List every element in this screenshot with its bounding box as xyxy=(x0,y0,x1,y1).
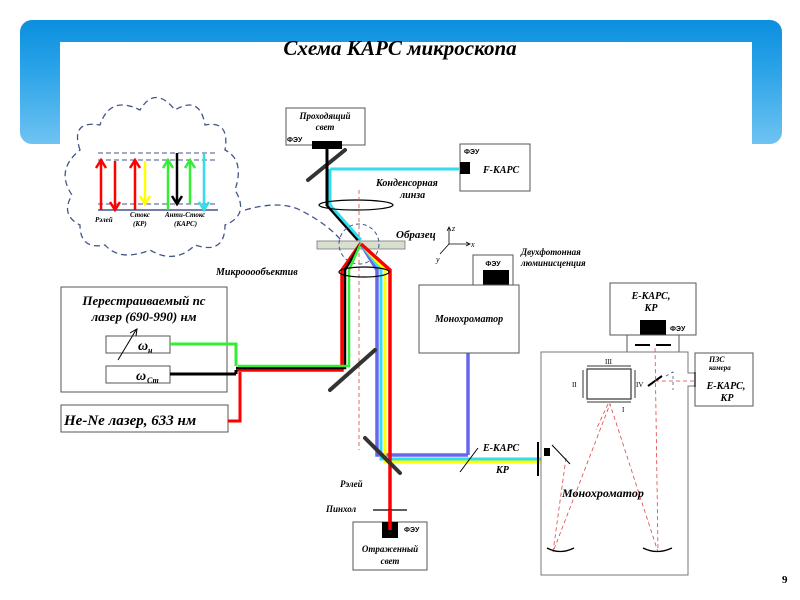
sample-label: Образец xyxy=(396,229,436,241)
monochromator-1-box xyxy=(418,284,520,354)
port-i-label: I xyxy=(622,406,625,414)
monochromator-rays xyxy=(552,344,695,553)
stokes-down-arrow xyxy=(138,161,152,207)
stokes-incident-beam xyxy=(236,242,363,370)
e-cars-top-label: E-КАРС, xyxy=(631,291,671,302)
objective-lens xyxy=(338,266,390,278)
f-cars-box xyxy=(459,143,531,192)
filter-e-cars xyxy=(459,447,479,473)
condenser-lens xyxy=(318,199,394,211)
label-stokes-kr: (КР) xyxy=(133,220,147,228)
pump-output-beam xyxy=(170,342,238,366)
slit-block xyxy=(544,448,550,456)
axis-y-label: y xyxy=(435,255,440,264)
pmt-label-fcars: ФЭУ xyxy=(464,149,480,156)
he-ne-laser-box xyxy=(60,404,229,433)
label-stokes: Стокс xyxy=(130,211,150,219)
transmitted-beam xyxy=(325,149,360,241)
f-cars-label: F-КАРС xyxy=(482,165,520,176)
pmt-label-reflected: ФЭУ xyxy=(404,527,420,534)
collimating-mirror xyxy=(546,547,575,553)
he-ne-laser-label: He-Ne лазер, 633 нм xyxy=(63,413,196,429)
pmt-detector-two-photon xyxy=(483,270,509,285)
label-anti-stokes-cars: (КАРС) xyxy=(174,220,197,228)
pump2-up-arrow xyxy=(183,157,197,204)
monochromator-1-label: Монохроматор xyxy=(434,314,503,325)
pmt-detector-e-cars xyxy=(640,320,666,335)
axis-z-label: z xyxy=(451,224,456,233)
two-photon-label: Двухфотонная xyxy=(520,247,581,257)
tunable-arrow-icon xyxy=(117,328,138,361)
title-area xyxy=(60,42,752,144)
pmt-label-e-cars: ФЭУ xyxy=(670,326,686,333)
e-cars-label: E-КАРС xyxy=(482,443,520,454)
reflected-label: Отраженный xyxy=(362,544,418,554)
label-anti-stokes: Анти-Стокс xyxy=(164,211,205,219)
pinhole-label: Пинхол xyxy=(325,504,357,514)
f-cars-beam-vertical xyxy=(328,169,363,241)
transmitted-light-box xyxy=(285,107,366,146)
rayleigh-label: Рэлей xyxy=(340,479,363,489)
pmt-label-two-photon: ФЭУ xyxy=(485,261,501,268)
energy-arrows xyxy=(94,153,211,213)
tunable-laser-label-2: лазер (690-990) нм xyxy=(90,309,196,324)
stokes-up-arrow xyxy=(128,157,142,210)
entrance-mirror xyxy=(551,444,571,465)
two-photon-label-2: люминисценция xyxy=(520,258,586,268)
slide-title: Схема КАРС микроскопа xyxy=(283,36,517,60)
axis-x-label: x xyxy=(470,240,475,249)
transmitted-light-label: Проходящий xyxy=(298,111,350,121)
port-ii-label: II xyxy=(572,381,577,389)
rayleigh-up-arrow xyxy=(94,157,108,210)
grating-turret xyxy=(586,368,632,400)
omega-stokes-symbol: ω xyxy=(136,369,146,384)
condenser-label: Конденсорная xyxy=(375,178,438,189)
xyz-axes-icon xyxy=(439,226,471,255)
pump-incident-beam xyxy=(238,242,363,368)
omega-stokes-subscript: Ст xyxy=(147,376,159,385)
rayleigh-reflected-beam xyxy=(359,242,392,528)
tunable-laser-label: Перестраиваемый пс xyxy=(81,293,205,308)
two-photon-beam xyxy=(359,243,468,457)
anti-stokes-down-arrow xyxy=(197,154,211,213)
ccd-label-2: камера xyxy=(709,364,731,372)
slit-box xyxy=(626,334,680,353)
bottom-mirror xyxy=(363,436,402,475)
focus-circle xyxy=(338,223,380,265)
pmt-detector-fcars xyxy=(460,162,470,174)
lower-dichroic-mirror xyxy=(328,348,377,392)
ccd-kr-label: КР xyxy=(720,393,735,404)
focusing-mirror xyxy=(642,547,673,553)
flip-mirror-alt-position xyxy=(665,371,674,390)
label-rayleigh: Рэлей xyxy=(95,216,113,224)
page-number: 9 xyxy=(782,574,788,586)
cloud-pointer xyxy=(244,204,346,246)
port-iii-label: III xyxy=(605,358,613,366)
energy-cloud xyxy=(64,96,242,257)
pump-up-arrow xyxy=(161,157,175,210)
omega-pump-subscript: н xyxy=(148,346,153,355)
condenser-label-2: линза xyxy=(399,190,425,201)
he-ne-output-beam xyxy=(228,372,242,423)
pmt-label-transmitted: ФЭУ xyxy=(287,137,303,144)
kr-label: КР xyxy=(495,465,510,476)
monochromator-2-label: Монохроматор xyxy=(561,486,644,500)
port-iv-label: IV xyxy=(636,381,643,389)
reflected-label-2: свет xyxy=(381,556,400,566)
ccd-e-cars-label: E-КАРС, xyxy=(706,381,746,392)
objective-label: Микрооообъектив xyxy=(215,267,298,278)
e-cars-top-label-2: КР xyxy=(644,303,659,314)
omega-pump-symbol: ω xyxy=(138,339,148,354)
stokes-down-black-arrow xyxy=(170,153,184,207)
transmitted-light-label-2: свет xyxy=(316,122,335,132)
rayleigh-down-arrow xyxy=(108,161,122,213)
ccd-label: ПЗС xyxy=(708,355,725,364)
pmt-detector-transmitted xyxy=(312,141,342,149)
he-ne-incident-beam xyxy=(236,241,363,372)
